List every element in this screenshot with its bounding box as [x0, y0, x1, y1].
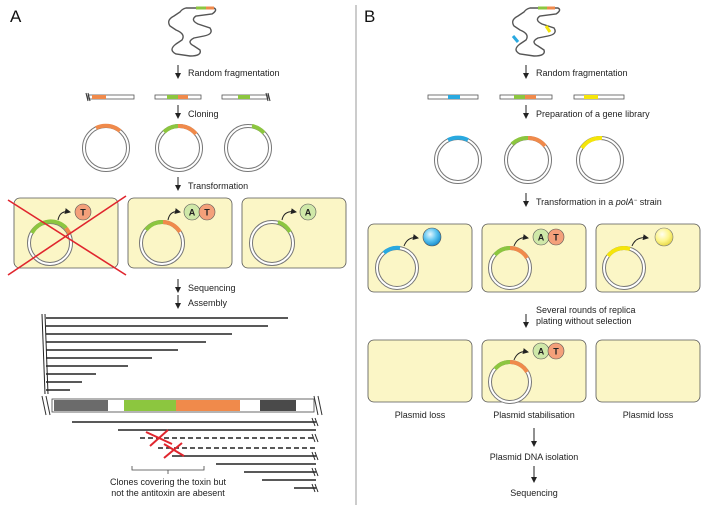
step-sequencing-a: Sequencing [188, 283, 236, 293]
plasmids-a [82, 123, 272, 172]
antitoxin-a-a2: A [189, 208, 196, 218]
cell-b-middle: A T [481, 223, 587, 293]
step-replica-line1: Several rounds of replica [536, 305, 636, 315]
outcome-middle: Plasmid stabilisation [493, 410, 575, 420]
step-random-fragmentation-b: Random fragmentation [536, 68, 628, 78]
fragments-a [85, 92, 271, 102]
toxin-t-a2: T [204, 208, 210, 218]
outcome-left: Plasmid loss [395, 410, 446, 420]
step-transformation-a: Transformation [188, 181, 248, 191]
assembled-contig [41, 395, 323, 416]
plasmids-b [434, 135, 624, 184]
note-line1: Clones covering the toxin but [110, 477, 227, 487]
transformation-prefix: Transformation in a [536, 197, 616, 207]
step-replica-line2: plating without selection [536, 316, 632, 326]
missing-clones-cross [145, 429, 185, 459]
step-gene-library: Preparation of a gene library [536, 109, 650, 119]
cell-a-right: A [241, 197, 347, 269]
outcome-right: Plasmid loss [623, 410, 674, 420]
antitoxin-a-a3: A [305, 208, 312, 218]
reads-lower [72, 417, 319, 493]
fragments-b [427, 94, 625, 100]
toxin-t-a1: T [80, 208, 86, 218]
step-random-fragmentation-a: Random fragmentation [188, 68, 280, 78]
toxin-t-b2: T [553, 347, 559, 357]
strain-superscript: − [634, 198, 638, 204]
reads-upper [41, 313, 288, 395]
cell-b-left [367, 223, 473, 293]
cell-b-empty-left [367, 339, 473, 403]
step-sequencing-b: Sequencing [510, 488, 558, 498]
cell-a-left: T [7, 195, 127, 276]
brace [131, 466, 205, 474]
panel-b-letter: B [364, 7, 375, 26]
genome-squiggle-a [167, 6, 217, 57]
step-cloning: Cloning [188, 109, 219, 119]
cell-b-stabilised: A T [481, 339, 587, 404]
antitoxin-a-b1: A [538, 233, 545, 243]
antitoxin-a-b2: A [538, 347, 545, 357]
note-line2: not the antitoxin are abesent [111, 488, 225, 498]
step-transformation-b: Transformation in a polA− strain [536, 197, 662, 207]
step-assembly: Assembly [188, 298, 228, 308]
cell-b-empty-right [595, 339, 701, 403]
genome-squiggle-b [511, 6, 561, 57]
cell-a-middle: A T [127, 197, 233, 269]
panel-a-letter: A [10, 7, 22, 26]
step-plasmid-dna-isolation: Plasmid DNA isolation [490, 452, 579, 462]
strain-gene: polA [615, 197, 634, 207]
strain-suffix: strain [637, 197, 662, 207]
toxin-t-b1: T [553, 233, 559, 243]
cell-b-right [595, 223, 701, 293]
